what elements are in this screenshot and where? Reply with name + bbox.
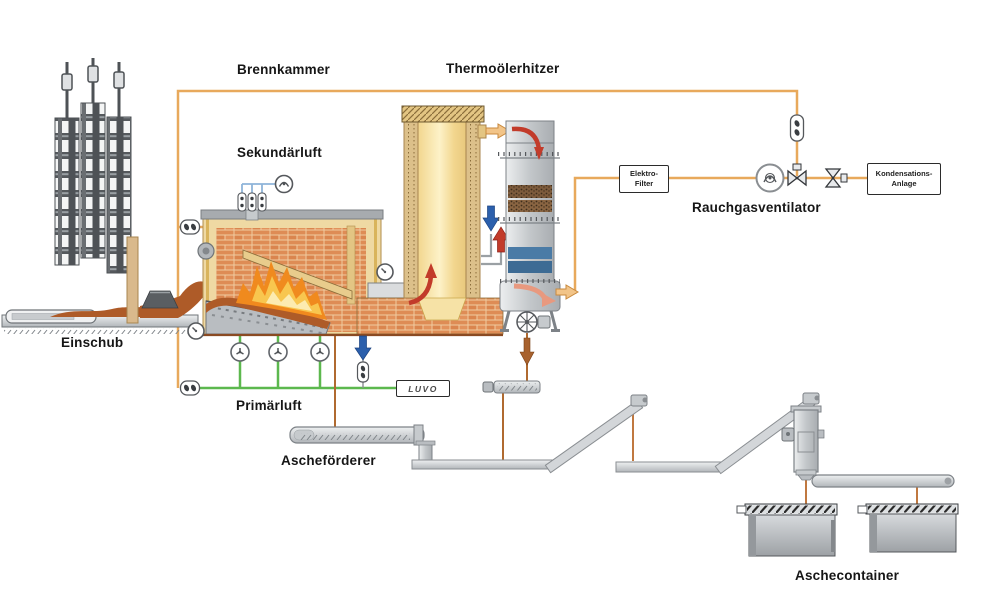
label-brennkammer: Brennkammer — [237, 62, 330, 77]
gas-up-arrow — [408, 275, 434, 306]
fresh-air-arrow-icon — [354, 335, 372, 361]
condensation-unit-label: Anlage — [891, 179, 917, 188]
flame-core — [266, 291, 312, 311]
ash-container — [857, 503, 959, 553]
gas-down-arrow — [511, 126, 542, 150]
damper-icon — [179, 219, 201, 235]
damper-icon — [257, 192, 267, 212]
fuel-racks — [54, 58, 132, 274]
damper-icon — [179, 380, 201, 396]
thermal-oil-heater — [401, 105, 511, 321]
column-leg — [502, 310, 558, 331]
label-sekundaerluft: Sekundärluft — [237, 145, 322, 160]
fuel-bed — [50, 307, 141, 317]
inclined-conveyor-a — [544, 394, 648, 474]
oil-return-arrow — [482, 205, 500, 232]
inclined-conveyor-b — [714, 392, 820, 475]
pressure-gauge-icon — [187, 322, 205, 340]
oil-pipes — [481, 234, 503, 266]
butterfly-valve-icon — [824, 168, 848, 188]
label-einschub: Einschub — [61, 335, 124, 350]
ash-discharge-hopper — [781, 405, 825, 481]
ash-container — [736, 503, 838, 557]
luvo-label: LUVO — [408, 383, 438, 394]
electrostatic-filter-label: Filter — [634, 179, 654, 188]
damper-icon — [356, 361, 370, 383]
condensation-unit-box: Kondensations- Anlage — [867, 163, 941, 195]
fuel-on-grate — [206, 297, 330, 329]
flue-gas-main-pipe — [573, 176, 868, 294]
combustion-chamber — [197, 209, 384, 335]
secondary-air-group — [237, 174, 294, 221]
flue-gas-fan-icon — [755, 163, 785, 193]
primary-air-fan-icon — [230, 342, 250, 362]
butterfly-valve-icon — [787, 163, 807, 187]
heater-bottom-opening — [417, 297, 467, 321]
primary-air-fan-icon — [310, 342, 330, 362]
ash-conveyor-tube — [289, 424, 436, 463]
feed-wall-post — [126, 236, 139, 324]
column-exit-arrow — [555, 284, 579, 300]
label-primaerluft: Primärluft — [236, 398, 302, 413]
condensation-unit-label: Kondensations- — [875, 168, 933, 178]
damper-icon — [237, 192, 247, 212]
label-aschefoerderer: Ascheförderer — [281, 453, 376, 468]
primary-air-fan-icon — [268, 342, 288, 362]
damper-icon — [247, 192, 257, 212]
ash-channel-a — [411, 459, 553, 470]
label-thermooelerhitzer: Thermoölerhitzer — [446, 61, 560, 76]
fuel-pile — [141, 290, 179, 309]
secondary-air-fan-icon — [274, 174, 294, 194]
ash-conveyor-c — [811, 474, 955, 488]
label-rauchgasventilator: Rauchgasventilator — [692, 200, 821, 215]
cooling-band — [508, 247, 552, 259]
ash-transfer-drops — [632, 406, 918, 505]
ignition-arch — [242, 249, 353, 300]
heater-outlet-arrow — [485, 123, 511, 139]
electrostatic-filter-box: Elektro- Filter — [619, 165, 669, 193]
pressure-gauge-icon — [376, 263, 394, 281]
cooling-band — [508, 261, 552, 273]
rotary-valve — [516, 311, 551, 333]
ash-down-arrow — [519, 337, 535, 366]
label-aschecontainer: Aschecontainer — [795, 568, 900, 583]
feed-conveyor — [1, 236, 254, 334]
economizer-column — [498, 120, 579, 332]
fuel-chute — [140, 281, 254, 318]
ash-channel-b — [615, 461, 723, 473]
damper-icon — [789, 114, 805, 142]
ash-screw-conveyor — [482, 380, 541, 394]
luvo-box: LUVO — [396, 380, 450, 397]
oil-supply-arrow — [492, 226, 510, 253]
electrostatic-filter-label: Elektro- — [630, 168, 658, 178]
